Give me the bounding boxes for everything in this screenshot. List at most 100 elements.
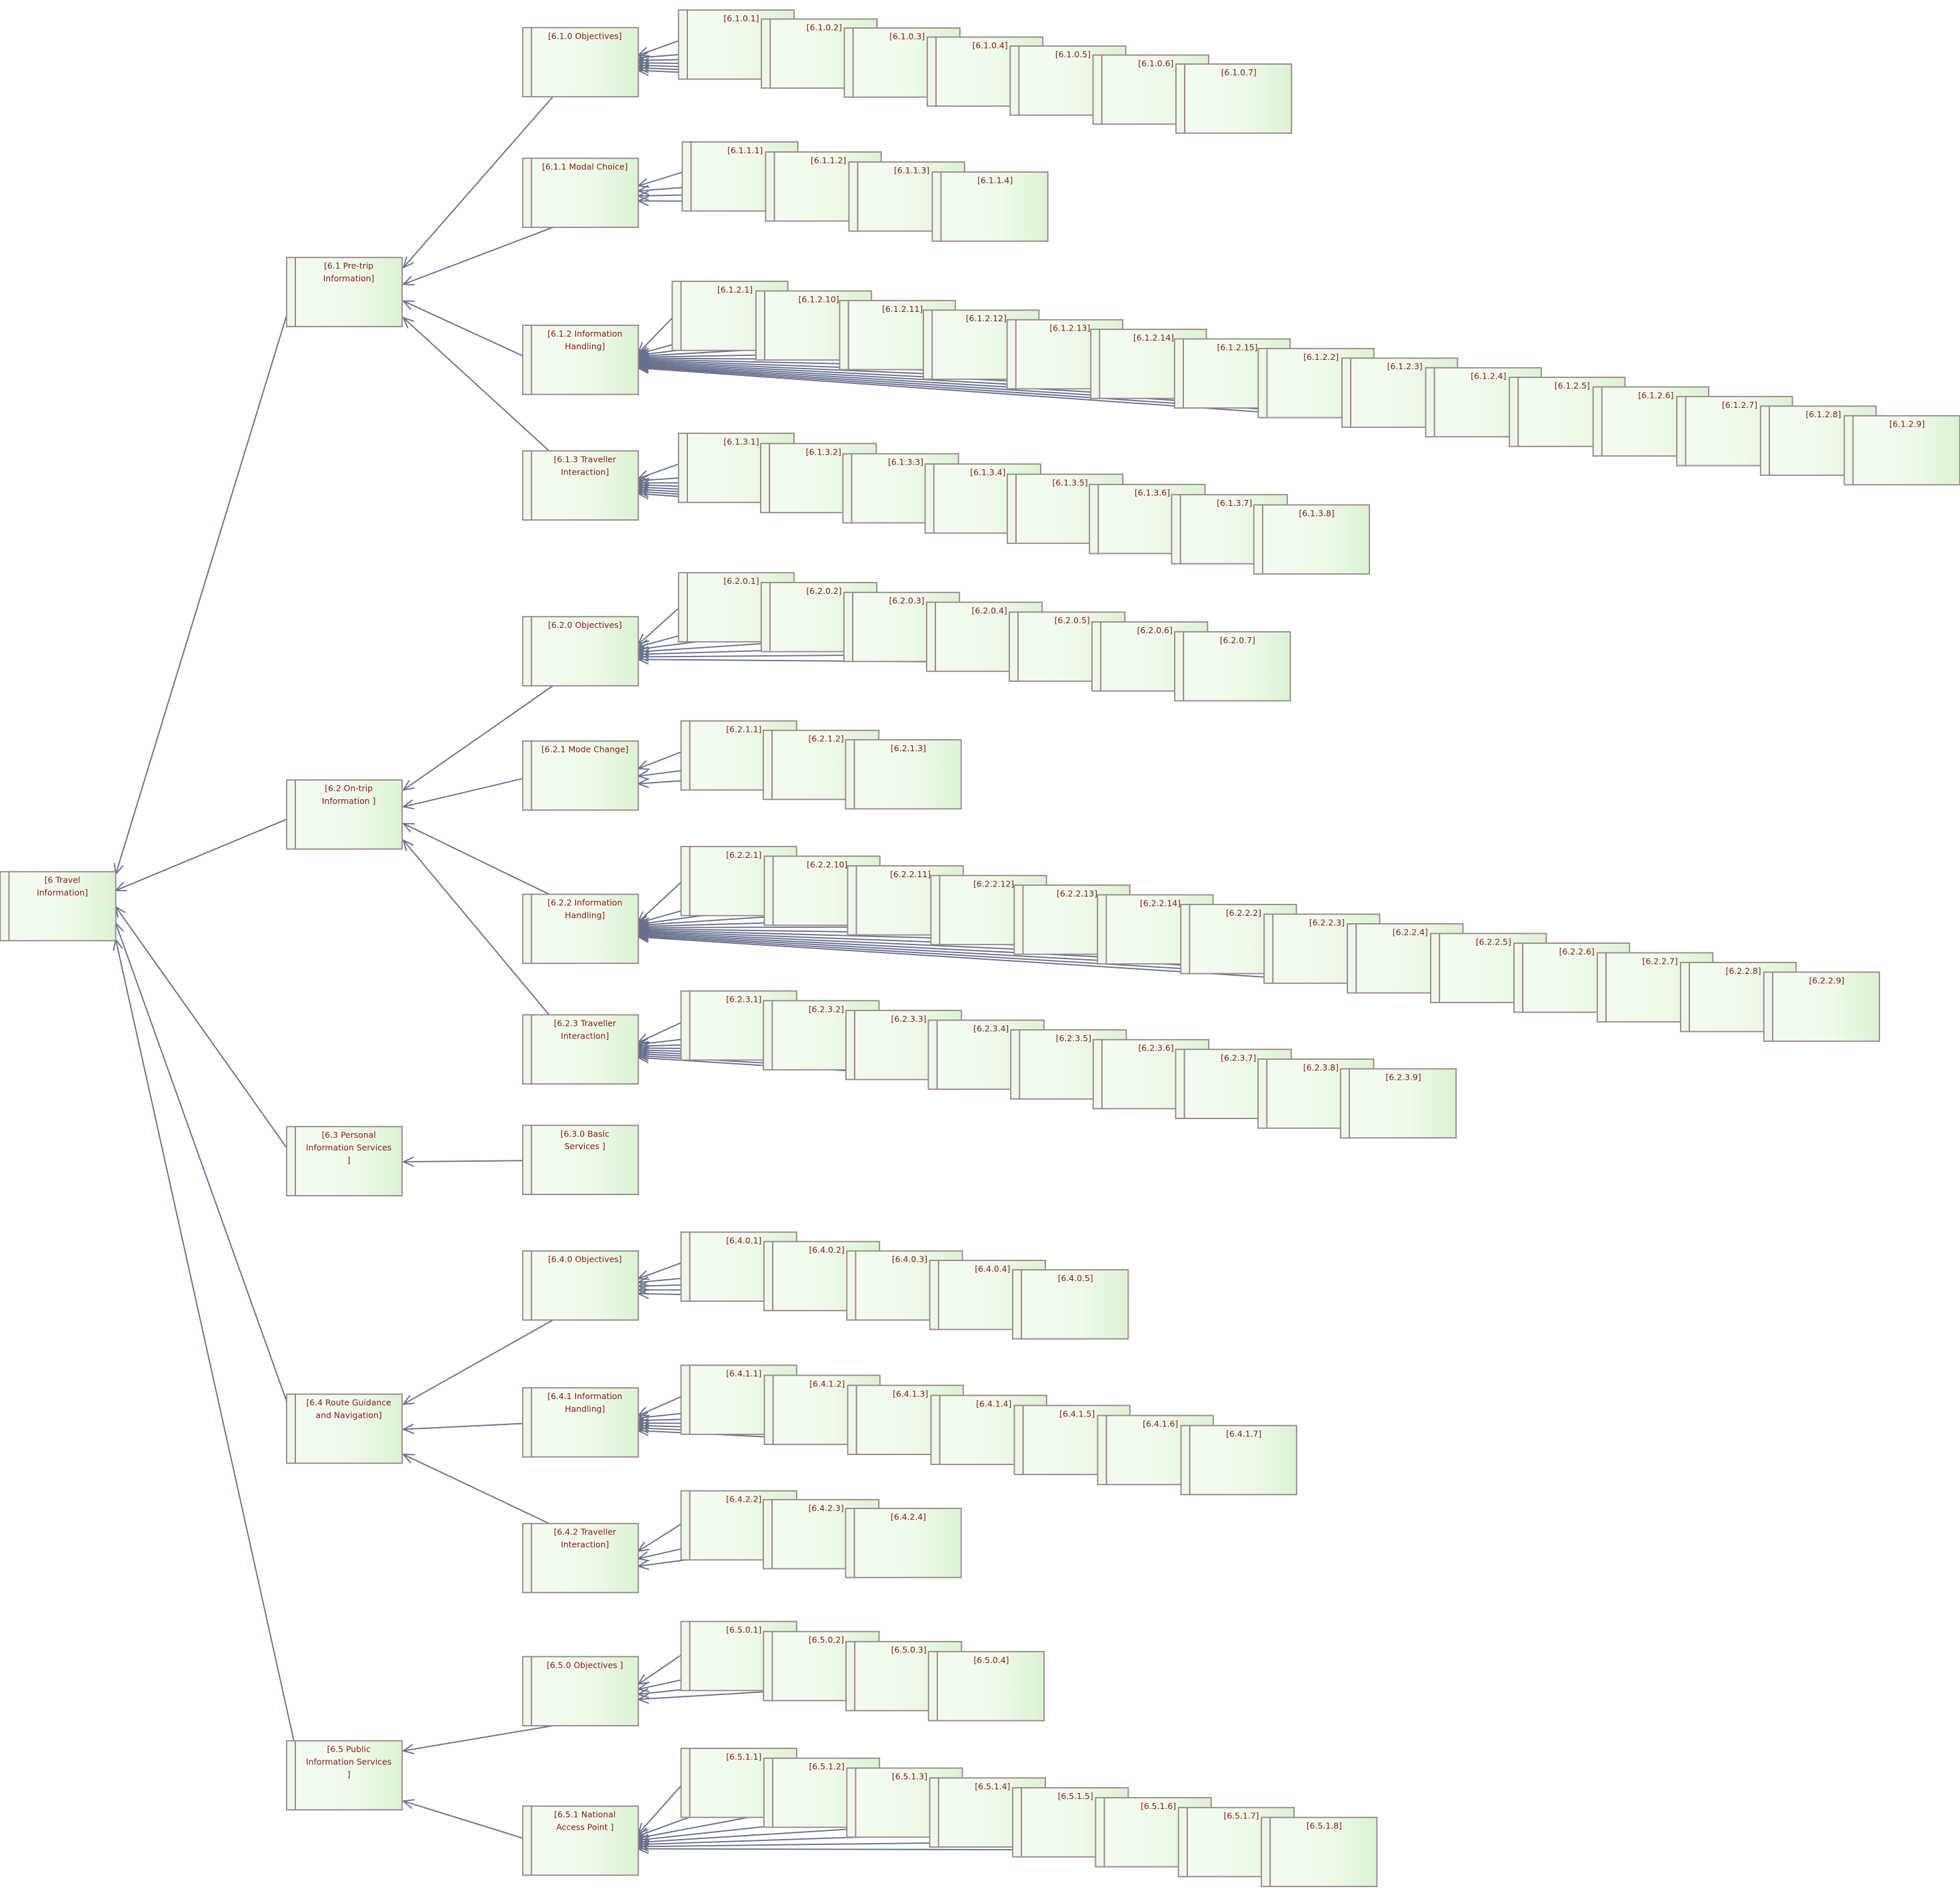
group-node[interactable]: [6.1.0 Objectives] [522, 27, 639, 98]
box-side-strip [1173, 338, 1184, 409]
leaf-node[interactable]: [6.2.1.3] [845, 739, 962, 810]
box-body [531, 893, 639, 964]
box-body [531, 27, 639, 98]
leaf-node-label: [6.2.2.8] [1726, 966, 1761, 976]
leaf-node-label: [6.1.3.6] [1135, 488, 1170, 498]
leaf-node-label: [6.1.0.4] [972, 41, 1007, 51]
box-side-strip [1676, 395, 1687, 467]
box-side-strip [522, 157, 533, 229]
box-side-strip [760, 582, 771, 653]
group-node[interactable]: [6.2.1 Mode Change] [522, 740, 639, 811]
connector-line [403, 775, 533, 808]
leaf-node-label: [6.4.1.3] [893, 1388, 928, 1398]
leaf-node-label: [6.1.2.14] [1133, 333, 1174, 343]
group-node[interactable]: [6.1.1 Modal Choice] [522, 157, 639, 229]
box-side-strip [763, 1240, 774, 1312]
leaf-node[interactable]: [6.1.0.7] [1175, 63, 1293, 134]
box-side-strip [1592, 386, 1603, 457]
box-side-strip [522, 1014, 533, 1085]
leaf-node-label: [6.1.2.13] [1049, 323, 1090, 333]
leaf-node[interactable]: [6.1.2.11] [839, 299, 956, 371]
leaf-node-label: [6.4.0.1] [726, 1235, 761, 1245]
leaf-node[interactable]: [6.2.3.9] [1339, 1068, 1457, 1139]
leaf-node-label: [6.5.0.2] [809, 1635, 844, 1645]
leaf-node[interactable]: [6.1.2.9] [1843, 415, 1960, 486]
leaf-node-label: [6.2.2.11] [890, 869, 931, 879]
leaf-node-label: [6.2.3.8] [1303, 1062, 1339, 1072]
box-body [531, 1656, 639, 1726]
box-side-strip [765, 151, 775, 222]
group-node-label: [6.5.0 Objectives ] [547, 1660, 623, 1670]
leaf-node-label: [6.1.3.2] [806, 447, 841, 457]
connector-line [403, 1422, 533, 1430]
leaf-node-label: [6.2.3.3] [891, 1014, 926, 1024]
box-body [531, 325, 639, 395]
leaf-node-label: [6.1.2.5] [1555, 381, 1590, 391]
leaf-node[interactable]: [6.5.0.4] [927, 1650, 1045, 1722]
leaf-node-label: [6.1.0.2] [807, 23, 842, 33]
box-body [1021, 1269, 1129, 1340]
leaf-node[interactable]: [6.4.2.4] [845, 1508, 962, 1578]
box-body [853, 1508, 962, 1578]
box-side-strip [285, 1126, 296, 1196]
group-node[interactable]: [6.2.0 Objectives] [522, 616, 639, 687]
leaf-node[interactable]: [6.2.3.3] [845, 1009, 963, 1080]
leaf-node-label: [6.1.3.4] [970, 467, 1005, 477]
leaf-node-label: [6.1.0.7] [1221, 67, 1257, 77]
box-side-strip [522, 27, 533, 98]
box-side-strip [677, 433, 688, 503]
box-side-strip [522, 1522, 533, 1594]
box-side-strip [522, 1387, 533, 1458]
leaf-node[interactable]: [6.4.1.7] [1180, 1424, 1297, 1496]
leaf-node-label: [6.5.0.3] [891, 1645, 927, 1655]
box-side-strip [760, 443, 771, 514]
arrowhead-icon [401, 275, 415, 286]
leaf-node[interactable]: [6.1.1.4] [931, 171, 1049, 242]
box-side-strip [522, 450, 533, 521]
box-side-strip [1012, 1787, 1023, 1858]
leaf-node-label: [6.2.2.13] [1057, 889, 1097, 899]
leaf-node[interactable]: [6.1.3.8] [1253, 504, 1371, 575]
leaf-node-label: [6.2.1.1] [726, 725, 761, 735]
box-side-strip [763, 1000, 773, 1070]
group-node[interactable]: [6.5.0 Objectives ] [522, 1656, 639, 1726]
connector-line [403, 1725, 553, 1752]
group-node[interactable]: [6.4.0 Objectives] [522, 1250, 639, 1321]
leaf-node[interactable]: [6.2.0.7] [1174, 631, 1291, 702]
leaf-node[interactable]: [6.4.0.5] [1012, 1269, 1129, 1340]
leaf-node-label: [6.2.2.10] [807, 859, 847, 869]
connector-line [403, 96, 554, 268]
leaf-node-label: [6.5.1.4] [975, 1781, 1010, 1791]
group-node-label: [6.2.1 Mode Change] [541, 745, 629, 755]
leaf-node[interactable]: [6.5.1.8] [1261, 1816, 1378, 1888]
leaf-node-label: [6.4.1.7] [1226, 1429, 1261, 1439]
leaf-node-label: [6.2.0.4] [972, 605, 1007, 615]
box-side-strip [927, 1019, 938, 1090]
leaf-node-label: [6.1.1.4] [977, 175, 1013, 185]
leaf-node-label: [6.4.0.5] [1058, 1273, 1093, 1283]
leaf-node-label: [6.2.0.1] [723, 576, 759, 586]
arrowhead-icon [402, 780, 415, 791]
leaf-node[interactable]: [6.2.2.9] [1763, 971, 1881, 1042]
box-body [295, 1393, 403, 1464]
arrowhead-icon [402, 823, 415, 833]
box-side-strip [1174, 631, 1185, 702]
